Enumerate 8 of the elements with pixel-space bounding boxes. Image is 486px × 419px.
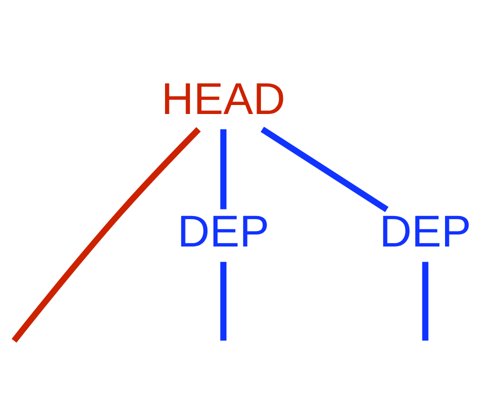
connector xyxy=(422,262,428,341)
connector xyxy=(220,129,226,210)
connector xyxy=(260,126,388,212)
node-text: HEAD xyxy=(160,74,285,124)
connector xyxy=(11,127,200,343)
node-text: DEP xyxy=(177,207,269,256)
connector xyxy=(220,262,226,341)
node-text: DEP xyxy=(378,207,471,256)
